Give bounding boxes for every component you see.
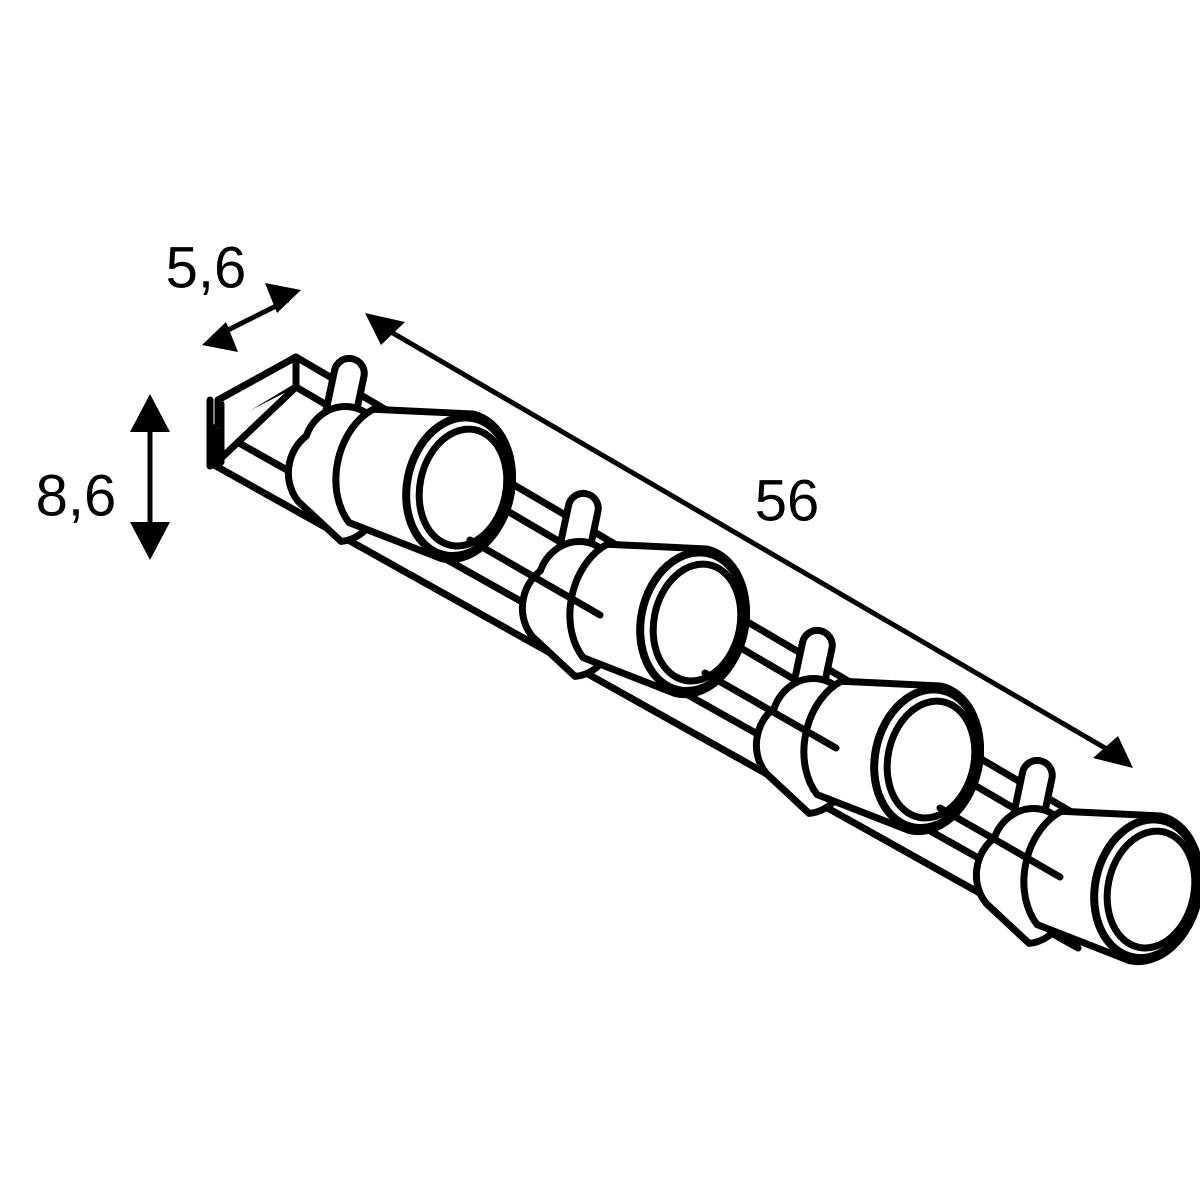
rail-bottom-edge (210, 461, 1082, 952)
arrowhead-8-6-bottom (130, 522, 170, 560)
dimension-label-height: 8,6 (36, 463, 117, 528)
dimension-label-depth: 5,6 (166, 235, 247, 300)
arrowhead-5-6-end (265, 283, 301, 313)
arrowhead-8-6-top (130, 394, 170, 432)
dimension-height-8-6: 8,6 (36, 394, 170, 560)
dimension-depth-5-6: 5,6 (166, 235, 301, 352)
arrowhead-5-6-start (202, 322, 238, 352)
arrowhead-56-start (365, 313, 405, 345)
dimension-line-56 (377, 322, 1119, 758)
rail-front-edge-overlay (466, 536, 1064, 881)
dimension-length-56: 56 (365, 313, 1133, 768)
dimension-label-length: 56 (755, 468, 820, 533)
arrowhead-56-end (1093, 736, 1133, 768)
